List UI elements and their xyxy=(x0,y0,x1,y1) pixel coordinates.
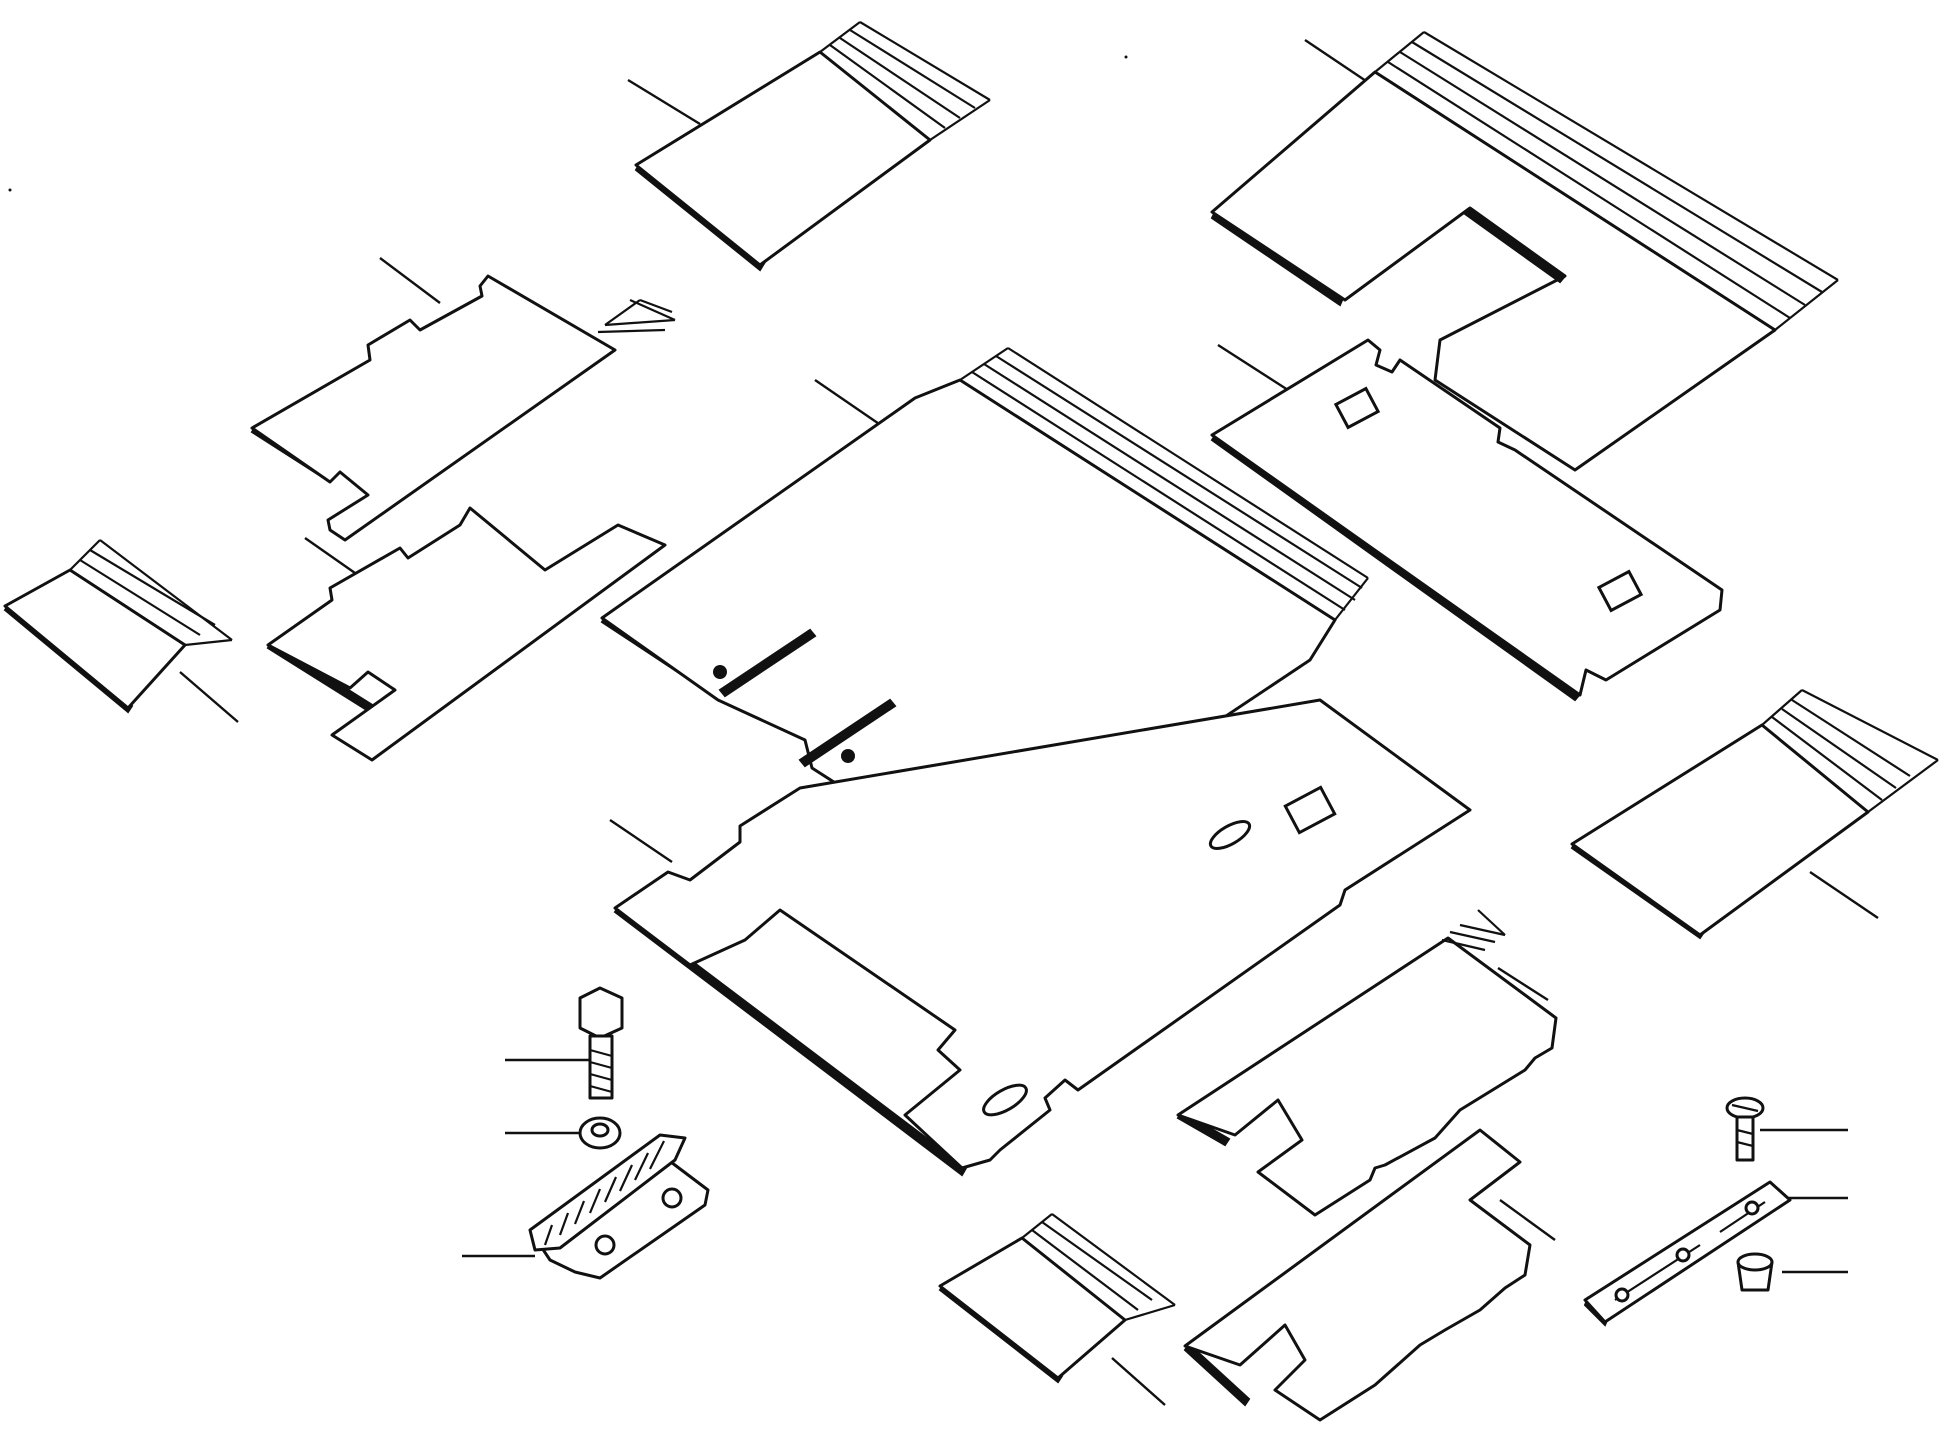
plate-top-right-ribs xyxy=(1374,31,1839,331)
leader-plate-lower-right-upper xyxy=(1497,966,1549,1002)
plate-right-middle xyxy=(1210,338,1724,702)
plate-lower-right-lower xyxy=(1183,1128,1556,1422)
plate-top-right xyxy=(1210,31,1839,472)
plate-center-large-ribs xyxy=(959,347,1369,621)
hex-bolt xyxy=(578,986,624,1100)
leader-plate-top-right xyxy=(1304,39,1373,86)
hex-bolt-head xyxy=(578,986,624,1040)
plate-lower-center xyxy=(609,698,1472,1177)
mounting-strip-hole xyxy=(1675,1247,1691,1263)
angle-bracket-flange xyxy=(528,1133,687,1252)
plate-upper-left xyxy=(250,257,676,542)
leader-plate-right-middle xyxy=(1217,343,1289,392)
plate-center-large-slot xyxy=(718,628,817,698)
plate-left-middle xyxy=(266,506,667,762)
plate-right-middle-square-hole xyxy=(1596,569,1644,613)
plate-upper-left-face xyxy=(250,274,617,542)
screw-assembly-right xyxy=(1583,1096,1848,1327)
plate-left-middle-face xyxy=(266,506,667,762)
scan-speck xyxy=(1124,55,1128,59)
lock-washer-bore xyxy=(590,1122,610,1138)
leader-plate-center-large xyxy=(814,379,886,429)
leader-plate-lower-right-lower xyxy=(1499,1199,1556,1241)
plate-top-center-face xyxy=(634,50,932,267)
mounting-strip-hole xyxy=(1744,1200,1760,1216)
plate-upper-left-tab-ribs xyxy=(597,298,676,334)
plate-right-small-ribs xyxy=(1761,689,1939,813)
plate-lower-right-upper xyxy=(1176,909,1558,1217)
plate-center-large-slot xyxy=(798,698,897,768)
countersunk-screw-slot xyxy=(1731,1103,1759,1113)
plate-bottom-small-face xyxy=(938,1236,1127,1380)
plate-lower-right-upper-tab-ribs xyxy=(1441,909,1506,952)
leader-plate-right-small xyxy=(1809,871,1879,919)
plate-bottom-small-ribs xyxy=(1021,1213,1176,1322)
hex-bolt-thread xyxy=(589,1048,613,1094)
countersunk-screw xyxy=(1725,1096,1765,1162)
plate-lower-center-square-hole xyxy=(1283,785,1337,835)
cap-nut-top xyxy=(1736,1252,1774,1272)
mounting-strip xyxy=(1583,1180,1792,1327)
plate-lower-right-upper-face xyxy=(1176,936,1558,1217)
plate-right-middle-square-hole xyxy=(1333,386,1381,430)
leader-plate-bottom-small xyxy=(1111,1357,1166,1406)
mounting-strip-hole xyxy=(1614,1287,1630,1303)
bolt-assembly-left xyxy=(462,986,710,1280)
plate-top-center-ribs xyxy=(819,21,991,141)
plate-bottom-small xyxy=(938,1213,1176,1406)
countersunk-screw-shank xyxy=(1735,1115,1755,1162)
plate-top-center xyxy=(627,21,991,272)
leader-plate-upper-left xyxy=(379,257,441,304)
lock-washer xyxy=(578,1116,622,1150)
angle-bracket xyxy=(528,1133,710,1280)
plate-top-right-slot xyxy=(1463,206,1567,284)
plate-lower-center-oval-hole xyxy=(982,1083,1028,1117)
plate-center-large-hole xyxy=(841,749,855,763)
plate-center-large-hole xyxy=(713,665,727,679)
leader-plate-lower-center xyxy=(609,819,673,863)
angle-bracket-hole xyxy=(594,1234,616,1256)
plate-lower-right-lower-face xyxy=(1183,1128,1532,1422)
plate-lower-center-face xyxy=(613,698,1472,1170)
angle-bracket-hatching xyxy=(543,1140,665,1246)
scan-speck xyxy=(8,188,12,192)
angle-bracket-hole xyxy=(661,1187,683,1209)
plate-far-left-ribs xyxy=(69,539,233,647)
plate-right-small xyxy=(1570,689,1939,940)
plate-right-middle-face xyxy=(1210,338,1724,697)
leader-plate-far-left xyxy=(179,671,239,723)
leader-plate-top-center xyxy=(627,78,701,126)
plate-far-left xyxy=(3,539,239,723)
plate-lower-center-oval-hole xyxy=(1208,820,1252,850)
cap-nut xyxy=(1736,1252,1774,1292)
